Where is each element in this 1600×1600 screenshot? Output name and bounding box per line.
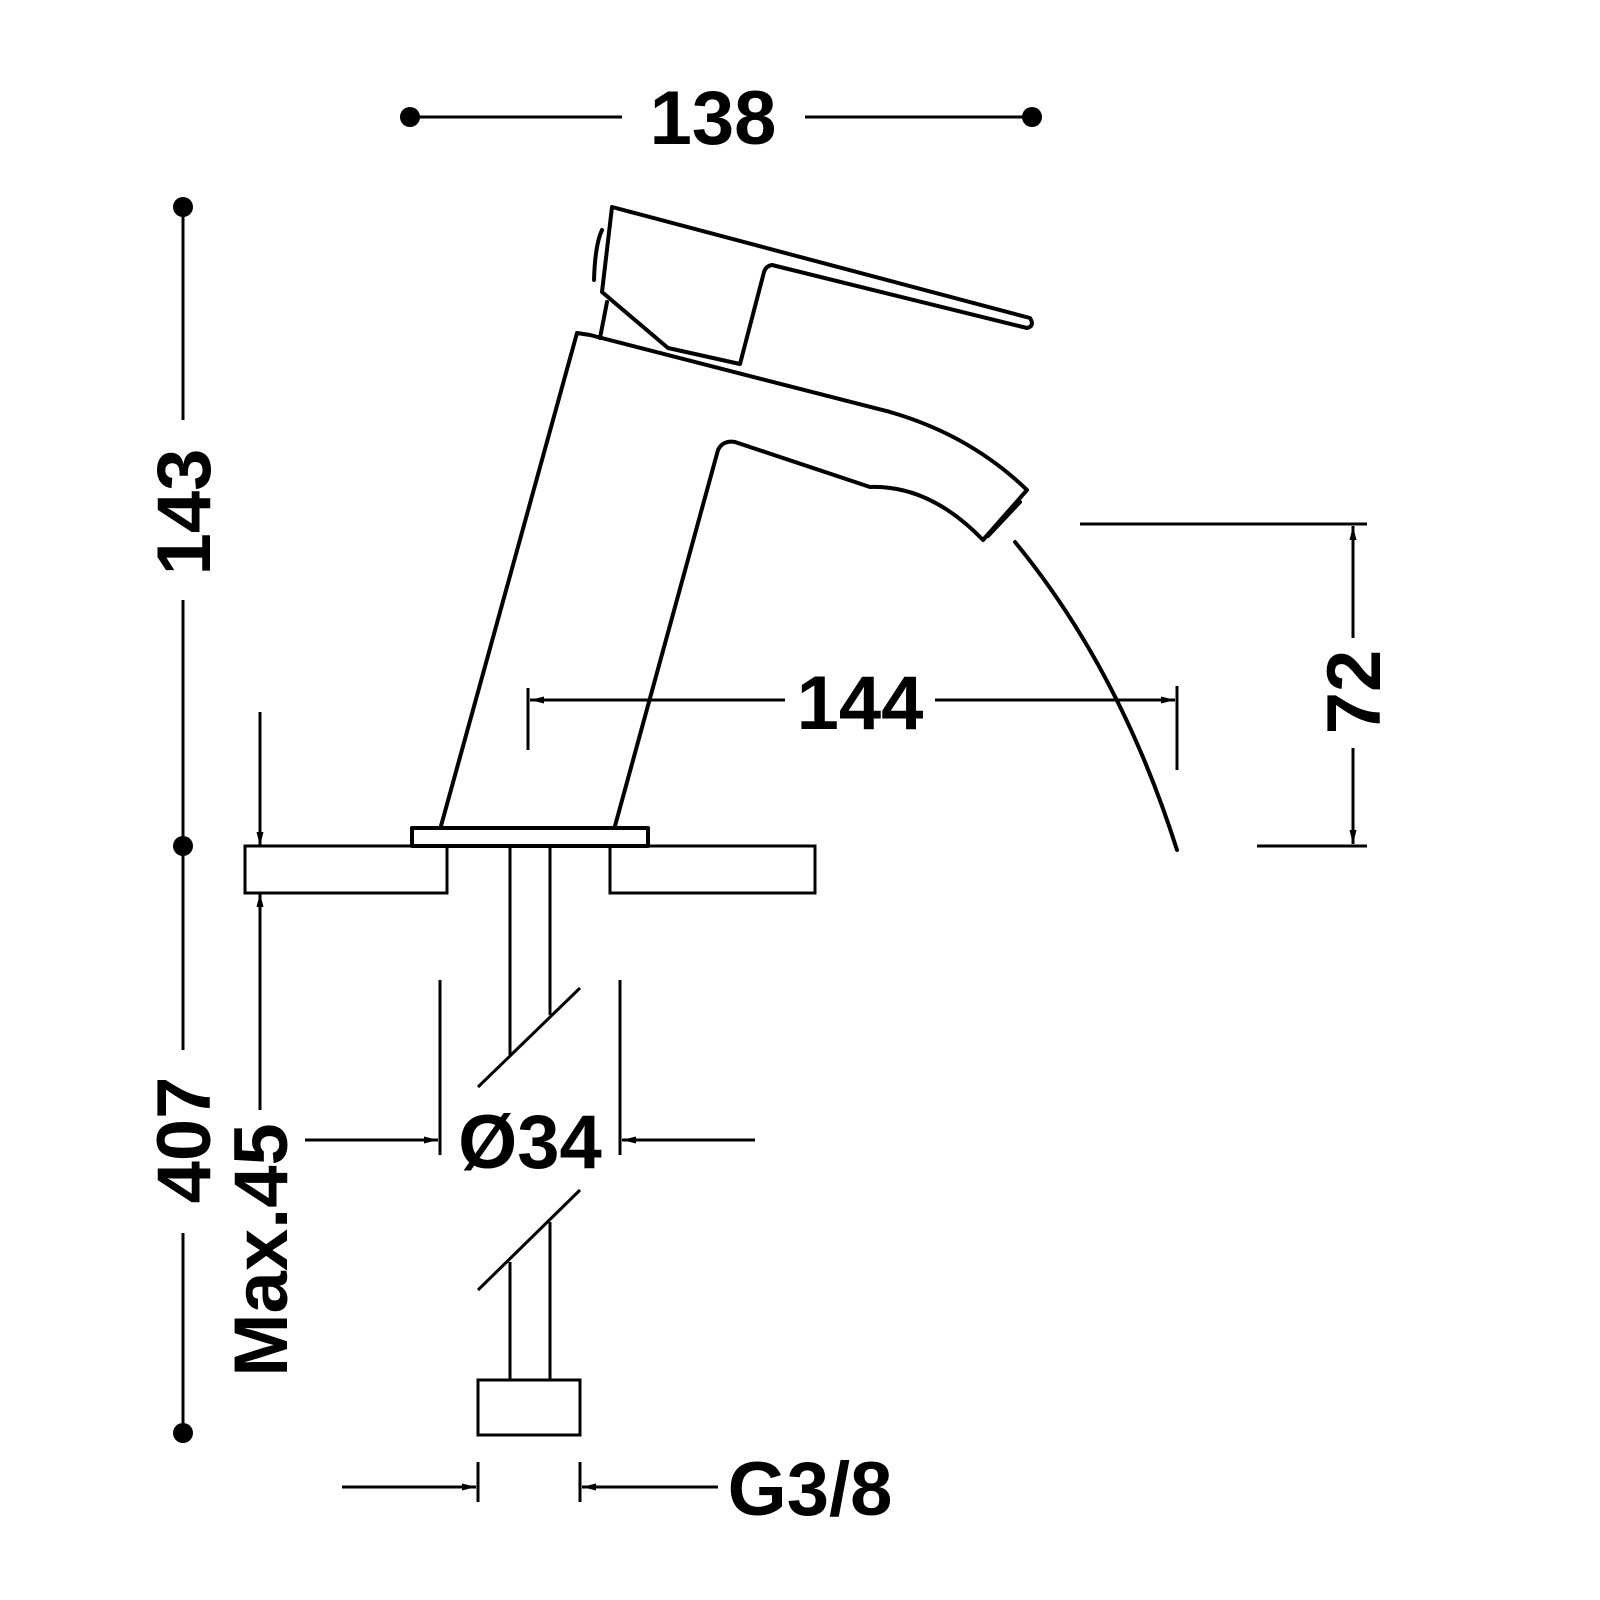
countertop	[243, 844, 817, 895]
dimension-spout-height: 72	[1080, 522, 1397, 848]
dimension-hole: Ø34	[305, 980, 755, 1185]
water-stream	[1013, 540, 1179, 852]
dimension-height: 143 407	[142, 197, 227, 1443]
total-length-label: 407	[142, 1077, 227, 1204]
faucet-handle	[592, 205, 1034, 366]
dimension-reach: 144	[526, 661, 1179, 770]
dimension-max-thickness: Max.45	[219, 712, 304, 1377]
connection-label: G3/8	[728, 1447, 893, 1532]
max-thickness-label: Max.45	[219, 1123, 304, 1377]
faucet-body	[439, 331, 1029, 828]
spout-height-label: 72	[1312, 650, 1397, 735]
dimension-width: 138	[400, 76, 1042, 161]
hole-label: Ø34	[458, 1100, 602, 1185]
faucet-base	[410, 826, 650, 848]
dimension-connection: G3/8	[342, 1447, 892, 1532]
reach-label: 144	[797, 661, 924, 746]
width-label: 138	[650, 76, 777, 161]
height-label: 143	[142, 449, 227, 576]
supply-pipe	[476, 846, 582, 1437]
